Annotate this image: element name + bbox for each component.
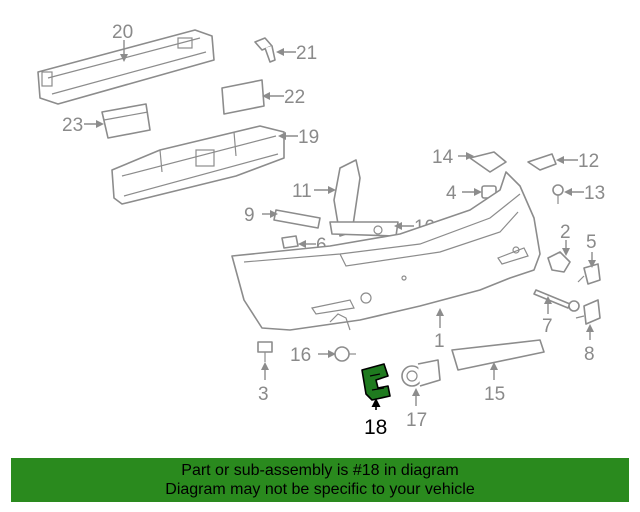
part-22-bracket: 22 [221, 79, 305, 115]
banner-line-1: Part or sub-assembly is #18 in diagram [181, 462, 459, 479]
callout-11: 11 [292, 181, 312, 202]
part-8-cover: 8 [575, 299, 601, 365]
part-18-sensor-bracket: 18 [361, 363, 391, 439]
callout-13: 13 [584, 183, 605, 204]
part-23-absorber: 23 [62, 103, 151, 139]
part-12-bracket: 12 [527, 151, 599, 172]
callout-2: 2 [560, 222, 571, 243]
part-17-sensor: 17 [401, 359, 441, 431]
part-5-cap: 5 [577, 232, 601, 285]
part-6-pad: 6 [281, 235, 327, 256]
callout-19: 19 [298, 127, 319, 148]
callout-12: 12 [578, 151, 599, 172]
callout-9: 9 [244, 205, 255, 226]
part-7-tow-hook: 7 [533, 289, 580, 337]
part-20-reinforcement: 20 [37, 22, 215, 105]
part-15-reflector: 15 [451, 339, 545, 405]
callout-21: 21 [296, 43, 317, 64]
part-2-nut: 2 [547, 222, 571, 273]
callout-23: 23 [62, 115, 83, 136]
callout-18: 18 [364, 416, 387, 439]
callout-16: 16 [290, 345, 311, 366]
part-21-bolt: 21 [254, 37, 317, 64]
callout-5: 5 [586, 232, 597, 253]
part-16-bolt: 16 [290, 345, 356, 366]
banner-line-2: Diagram may not be specific to your vehi… [165, 481, 475, 498]
callout-17: 17 [406, 410, 427, 431]
callout-8: 8 [584, 344, 595, 365]
part-13-screw: 13 [552, 183, 605, 204]
part-1-bumper-cover: 1 [231, 171, 541, 352]
callout-20: 20 [112, 22, 133, 43]
callout-22: 22 [284, 87, 305, 108]
callout-4: 4 [446, 183, 457, 204]
callout-14: 14 [432, 147, 454, 168]
part-9-retainer: 9 [244, 205, 321, 229]
part-14-cover: 14 [432, 147, 507, 173]
callout-15: 15 [484, 384, 505, 405]
callout-3: 3 [258, 384, 269, 405]
part-10-retainer: 10 [329, 217, 435, 238]
callout-7: 7 [542, 316, 553, 337]
callout-6: 6 [316, 235, 327, 256]
fitment-banner: Part or sub-assembly is #18 in diagram D… [11, 458, 629, 502]
parts-diagram: 20 21 22 23 19 11 9 [37, 22, 605, 439]
callout-1: 1 [434, 331, 445, 352]
part-3-bolt: 3 [257, 341, 273, 405]
part-19-energy-absorber: 19 [111, 125, 319, 205]
